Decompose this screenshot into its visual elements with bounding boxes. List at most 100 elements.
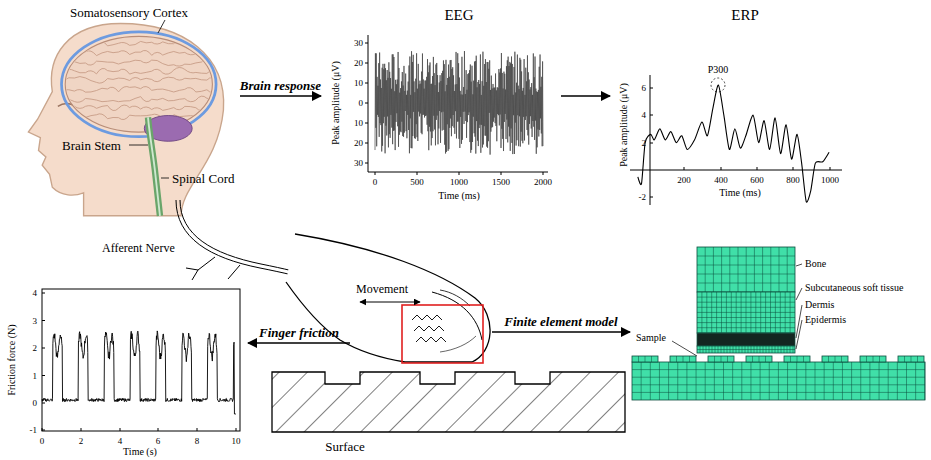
illustration-stroke (632, 384, 925, 385)
illustration-stroke (771, 333, 772, 346)
illustration-stroke (770, 247, 771, 292)
illustration-stroke (697, 302, 795, 303)
illustration-stroke (751, 333, 752, 346)
illustration-stroke (158, 20, 165, 33)
illustration-stroke (841, 356, 842, 362)
tick-label: 0 (359, 99, 364, 108)
illustration-stroke (120, 428, 121, 431)
illustration-stroke (705, 247, 706, 292)
illustration-stroke (42, 403, 45, 404)
illustration-stroke (28, 24, 223, 216)
illustration-group (898, 356, 924, 362)
illustration-stroke (705, 333, 706, 346)
friction-plot (42, 289, 240, 431)
illustration-group (670, 356, 696, 362)
peak-label: P300 (708, 65, 729, 75)
illustration-stroke (803, 356, 804, 362)
illustration-stroke (228, 265, 240, 279)
tick-label: 400 (714, 176, 728, 185)
illustration-stroke (796, 288, 802, 300)
illustration-stroke (860, 356, 886, 362)
illustration-stroke (676, 356, 677, 362)
illustration-stroke (650, 115, 653, 116)
illustration-stroke (375, 51, 543, 155)
tick-label: 4 (33, 289, 38, 298)
illustration-stroke (743, 333, 744, 346)
illustration-stroke (911, 356, 912, 362)
illustration-stroke (805, 362, 806, 400)
illustration-stroke (741, 362, 742, 400)
tick-label: 20 (354, 59, 363, 68)
chart-title: EEG (444, 8, 473, 23)
flow-arrow (492, 331, 630, 332)
illustration-stroke (745, 333, 746, 346)
eeg-plot (365, 35, 548, 175)
illustration-stroke (866, 356, 867, 362)
illustration-stroke (459, 172, 460, 175)
flow-arrow (240, 95, 321, 96)
leader-lines (129, 20, 169, 178)
illustration-stroke (715, 333, 716, 346)
illustration-stroke (778, 362, 779, 400)
illustration-stroke (440, 290, 470, 306)
illustration-stroke (689, 356, 690, 362)
illustration-stroke (762, 247, 763, 292)
fem-leader-lines (672, 264, 802, 356)
nerve-label: Afferent Nerve (102, 242, 175, 254)
illustration-stroke (63, 50, 218, 55)
illustration-stroke (731, 333, 732, 346)
illustration-stroke (842, 362, 843, 400)
illustration-group (708, 356, 734, 362)
finite-element-model: BoneSubcutaneous soft tissueDermisEpider… (632, 245, 927, 402)
illustration-stroke (632, 356, 658, 362)
illustration-stroke (42, 289, 240, 431)
tick-label: 4 (118, 437, 123, 446)
illustration-stroke (638, 85, 829, 202)
illustration-group (632, 356, 658, 362)
flow-arrow (561, 95, 610, 96)
illustration-stroke (632, 377, 925, 378)
illustration-stroke (738, 247, 739, 292)
finite-element-mesh (632, 247, 925, 400)
tick-label: 4 (642, 111, 647, 120)
illustration-stroke (668, 362, 669, 400)
axis-title: Time (ms) (438, 191, 480, 201)
illustration-stroke (42, 320, 45, 321)
illustration-stroke (824, 362, 825, 400)
tick-label: 6 (156, 437, 161, 446)
illustration-stroke (760, 362, 761, 400)
illustration-stroke (638, 356, 639, 362)
illustration-stroke (697, 327, 795, 328)
tick-label: 10 (354, 119, 363, 128)
illustration-stroke (725, 333, 726, 346)
tick-label: 800 (786, 176, 800, 185)
illustration-stroke (777, 333, 778, 346)
chart-title: ERP (731, 8, 759, 23)
illustration-group (632, 362, 925, 400)
illustration-stroke (686, 362, 687, 400)
axis-title: Friction force (N) (7, 324, 17, 395)
illustration-stroke (723, 333, 724, 346)
tick-label: 3 (33, 316, 38, 325)
structure-label: Somatosensory Cortex (70, 6, 188, 19)
illustration-stroke (684, 167, 685, 170)
illustration-stroke (697, 333, 795, 346)
axis-title: Time (s) (123, 447, 157, 457)
illustration-stroke (641, 362, 642, 400)
tick-label: 0 (33, 399, 38, 408)
layer-label: Bone (805, 259, 826, 269)
tick-label: 2000 (534, 178, 552, 187)
illustration-stroke (781, 333, 782, 346)
illustration-stroke (630, 170, 842, 171)
tick-label: 0 (40, 437, 45, 446)
illustration-stroke (789, 333, 790, 346)
illustration-stroke (650, 362, 651, 400)
illustration-stroke (659, 362, 660, 400)
tick-label: 2 (79, 437, 84, 446)
illustration-stroke (42, 428, 43, 431)
illustration-stroke (697, 346, 795, 353)
illustration-stroke (697, 317, 795, 318)
illustration-stroke (769, 333, 770, 346)
illustration-stroke (790, 356, 791, 362)
axis-title: Time (ms) (719, 188, 761, 198)
